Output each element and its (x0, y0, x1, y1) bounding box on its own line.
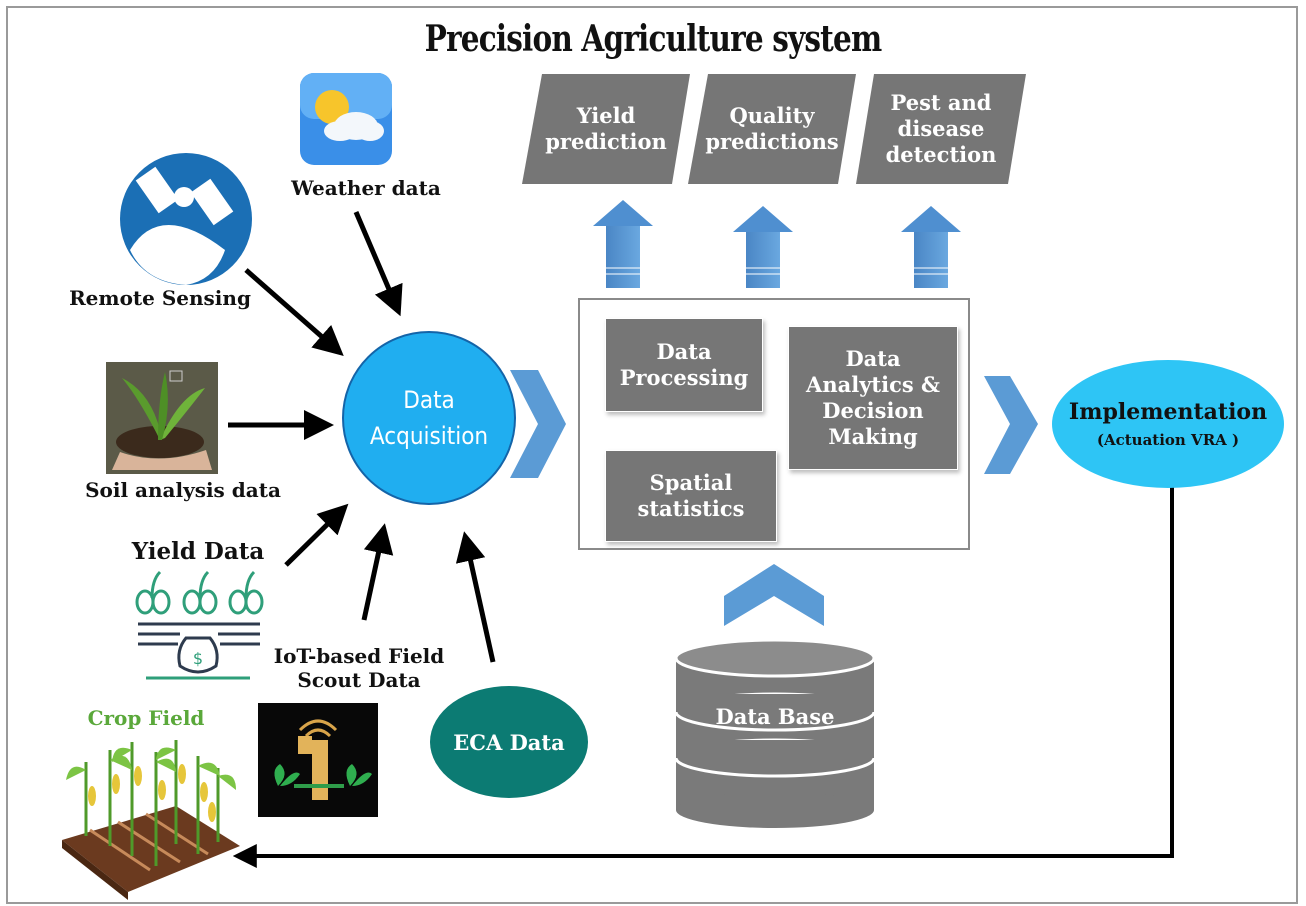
data-acquisition-line2: Acquisition (369, 422, 489, 450)
up-arrow-yield (593, 200, 653, 288)
chevron-to-implementation (984, 376, 1038, 474)
yield-prediction-node: Yield prediction (530, 74, 682, 184)
yield-prediction-shape (522, 74, 690, 184)
database-icon (674, 638, 876, 828)
svg-text:$: $ (193, 649, 203, 668)
arrow-weather (353, 211, 403, 317)
arrow-yield (284, 503, 349, 567)
spatial-statistics-line1: Spatial (649, 469, 733, 495)
arrow-eca (455, 531, 496, 663)
yield-data-label: Yield Data (131, 538, 265, 565)
quality-predictions-node: Quality predictions (696, 74, 848, 184)
spatial-statistics-node: Spatial statistics (605, 450, 777, 542)
data-analytics-line2: Analytics & (806, 371, 940, 397)
data-acquisition-node: Data Acquisition (342, 331, 516, 505)
implementation-line2: (Actuation VRA ) (1096, 431, 1240, 449)
up-arrow-pest (901, 206, 961, 288)
quality-predictions-line1: Quality (729, 102, 815, 128)
data-acquisition-line1: Data (403, 386, 455, 414)
eca-data-node: ECA Data (430, 686, 588, 798)
data-processing-node: Data Processing (605, 318, 763, 412)
data-processing-line2: Processing (619, 365, 749, 390)
data-analytics-line4: Making (828, 424, 918, 450)
data-analytics-node: Data Analytics & Decision Making (788, 326, 958, 470)
up-arrow-quality (733, 206, 793, 288)
data-analytics-line3: Decision (822, 398, 924, 423)
iot-sensor-icon (258, 703, 378, 817)
pest-detection-shape (856, 74, 1026, 184)
soil-analysis-label: Soil analysis data (85, 478, 281, 502)
crop-field-icon (62, 740, 240, 900)
chevron-up-database (724, 564, 824, 626)
quality-predictions-line2: predictions (705, 129, 839, 154)
satellite-icon (120, 153, 252, 285)
chevron-to-processing (510, 370, 566, 478)
iot-label-line2: Scout Data (297, 668, 421, 692)
quality-predictions-shape (688, 74, 856, 184)
yield-money-icon: $ (135, 570, 264, 680)
yield-prediction-line2: prediction (545, 129, 667, 154)
pest-detection-line2: disease (897, 115, 985, 141)
database-label: Data Base (715, 704, 835, 729)
pest-detection-line3: detection (885, 142, 997, 168)
soil-plant-icon (106, 362, 218, 474)
remote-sensing-label: Remote Sensing (69, 286, 251, 310)
arrow-iot (361, 523, 394, 621)
data-processing-line1: Data (656, 338, 712, 364)
weather-icon (300, 73, 392, 165)
spatial-statistics-line2: statistics (637, 496, 745, 521)
yield-prediction-line1: Yield (576, 102, 636, 128)
arrow-implementation-to-crop (232, 486, 1174, 868)
pest-detection-line1: Pest and (890, 89, 992, 115)
iot-label: IoT-based Field Scout Data (266, 644, 452, 692)
diagram-title: Precision Agriculture system (424, 18, 883, 60)
crop-field-label: Crop Field (87, 706, 205, 730)
diagram-frame (6, 6, 1298, 904)
data-analytics-line1: Data (845, 345, 901, 371)
iot-label-line1: IoT-based Field (273, 644, 445, 668)
weather-data-label: Weather data (291, 176, 441, 200)
implementation-node: Implementation (Actuation VRA ) (1052, 360, 1284, 488)
pest-detection-node: Pest and disease detection (864, 74, 1018, 184)
implementation-line1: Implementation (1068, 399, 1268, 425)
arrow-remote-sensing (244, 268, 344, 356)
